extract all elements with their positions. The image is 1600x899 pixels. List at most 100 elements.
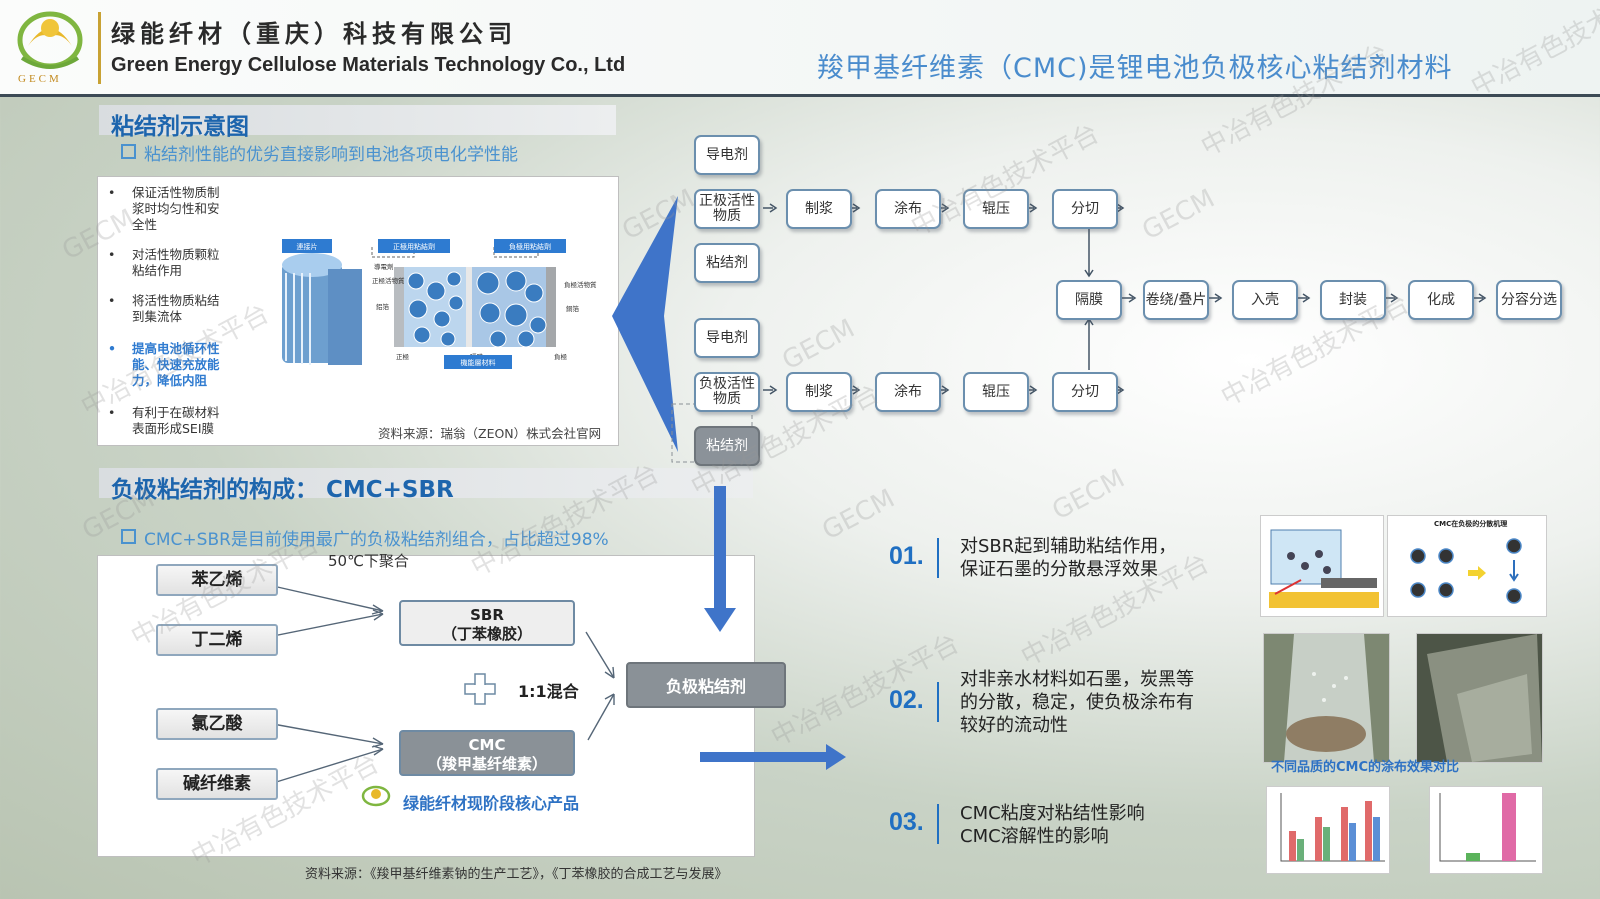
flow-pos-coating: 涂布 (875, 189, 941, 229)
solubility-chart-image (1429, 786, 1543, 874)
cmc-desc: （羧甲基纤维素） (426, 755, 547, 773)
point-divider (937, 682, 939, 722)
coating-photo-figure-2 (1417, 634, 1542, 762)
flow-neg-conductive: 导电剂 (694, 318, 760, 358)
raw-material-chloroacetic-acid: 氯乙酸 (156, 708, 278, 740)
solubility-bar-figure (1439, 793, 1536, 862)
section2-heading: 负极粘结剂的构成： CMC+SBR (99, 468, 753, 503)
bullet-item: 有利于在碳材料表面形成SEI膜 (108, 405, 222, 437)
flow-neg-slurry: 制浆 (786, 372, 852, 412)
label-copper: 銅箔 (566, 304, 580, 313)
flow-winding: 卷绕/叠片 (1143, 280, 1209, 320)
raw-material-butadiene: 丁二烯 (156, 624, 278, 656)
flow-pos-rolling: 辊压 (963, 189, 1029, 229)
coating-photo-figure (1264, 634, 1389, 762)
expand-pointer-shape (612, 196, 678, 452)
bullet-item-highlight: 提高电池循环性能、快速充放能力，降低内阻 (108, 341, 222, 389)
section2-subtitle: CMC+SBR是目前使用最广的负极粘结剂组合，占比超过98% (121, 525, 609, 550)
square-bullet-icon (121, 529, 136, 544)
bullet-item: 保证活性物质制浆时均匀性和安全性 (108, 185, 222, 233)
flow-neg-rolling: 辊压 (963, 372, 1029, 412)
gecm-small-logo-icon (361, 785, 391, 807)
bullet-text: 对活性物质颗粒粘结作用 (132, 247, 220, 278)
bullet-text: 保证活性物质制浆时均匀性和安全性 (132, 185, 220, 232)
flow-neg-binder: 粘结剂 (694, 426, 760, 466)
core-product-label: 绿能纤材现阶段核心产品 (403, 794, 580, 813)
bullet-item: 对活性物质颗粒粘结作用 (108, 247, 222, 279)
label-neg-binder-text: 負極用粘結劑 (509, 242, 551, 251)
composition-arrows (272, 585, 615, 784)
flow-pos-active: 正极活性物质 (694, 189, 760, 229)
point-text: 对非亲水材料如石墨，炭黑等 的分散，稳定，使负极涂布有 较好的流动性 (960, 669, 1194, 736)
label-neg-binder (494, 239, 566, 253)
thumb1-title: CMC在负极的分散机理 (1434, 520, 1508, 528)
label-func-material (444, 355, 512, 369)
dispersion-mechanism-figure (1410, 538, 1522, 604)
coating-photo-1 (1263, 633, 1390, 763)
sbr-name: SBR (470, 606, 504, 624)
sbr-box: SBR （丁苯橡胶） (399, 600, 575, 646)
flow-separator: 隔膜 (1056, 280, 1122, 320)
label-pos-binder (378, 239, 450, 253)
label-tab-text: 連接片 (297, 242, 318, 251)
down-arrow-shaft (714, 486, 726, 610)
mix-ratio-label: 1:1混合 (518, 682, 579, 701)
point-text: CMC粘度对粘结性影响 CMC溶解性的影响 (960, 803, 1145, 847)
point-text: 对SBR起到辅助粘结作用， 保证石墨的分散悬浮效果 (960, 536, 1177, 580)
section1-heading: 粘结剂示意图 (99, 105, 616, 140)
point-number: 01. (889, 542, 924, 570)
negative-binder-box: 负极粘结剂 (626, 662, 786, 708)
section1-subtitle: 粘结剂性能的优劣直接影响到电池各项电化学性能 (121, 140, 518, 165)
flow-neg-coating: 涂布 (875, 372, 941, 412)
section1-subtitle-text: 粘结剂性能的优劣直接影响到电池各项电化学性能 (144, 145, 518, 165)
binder-composition-panel: 苯乙烯 丁二烯 氯乙酸 碱纤维素 50℃下聚合 SBR （丁苯橡胶） CMC （… (97, 552, 786, 857)
page-title: 羧甲基纤维素（CMC)是锂电池负极核心粘结剂材料 (817, 53, 1453, 84)
label-positive: 正極 (396, 352, 410, 361)
raw-material-styrene: 苯乙烯 (156, 564, 278, 596)
source-note-1: 资料来源：瑞翁（ZEON）株式会社官网 (378, 426, 602, 441)
viscosity-bar-figure (1280, 793, 1385, 862)
header-divider (98, 12, 101, 84)
bullet-text: 有利于在碳材料表面形成SEI膜 (132, 405, 220, 436)
point-divider (937, 538, 939, 578)
logo-text: GECM (18, 73, 62, 85)
flow-grading: 分容分选 (1496, 280, 1562, 320)
flow-neg-slitting: 分切 (1052, 372, 1118, 412)
right-arrow-icon (826, 744, 846, 770)
flow-arrows (700, 486, 846, 770)
coating-photo-2 (1416, 633, 1543, 763)
flow-casing: 入壳 (1232, 280, 1298, 320)
company-name-en: Green Energy Cellulose Materials Technol… (111, 54, 626, 76)
label-neg-active: 負極活物質 (564, 280, 597, 289)
label-pos-active: 正極活物質 (372, 276, 405, 285)
bullet-text: 将活性物质粘结到集流体 (132, 293, 220, 324)
flow-pos-slurry: 制浆 (786, 189, 852, 229)
bullet-text: 提高电池循环性能、快速充放能力，降低内阻 (132, 341, 220, 388)
particle-cluster (407, 270, 547, 348)
square-bullet-icon (121, 144, 136, 159)
source-note-2: 资料来源：《羧甲基纤维素钠的生产工艺》，《丁苯橡胶的合成工艺与发展》 (305, 867, 728, 882)
battery-cell-icon (282, 253, 362, 365)
bullet-item: 将活性物质粘结到集流体 (108, 293, 222, 325)
raw-material-alkali-cellulose: 碱纤维素 (156, 768, 278, 800)
viscosity-chart-image (1266, 786, 1390, 874)
slurry-tank-figure (1269, 529, 1379, 608)
plus-icon (464, 673, 496, 705)
label-conductive: 導電劑 (374, 262, 394, 271)
down-arrow-icon (704, 608, 736, 632)
company-name-cn: 绿能纤材（重庆）科技有限公司 (111, 20, 517, 48)
point-number: 03. (889, 808, 924, 836)
section1-title: 粘结剂示意图 (111, 114, 249, 140)
label-pos-binder-text: 正極用粘結劑 (393, 242, 435, 251)
binder-diagram-panel: 保证活性物质制浆时均匀性和安全性 对活性物质颗粒粘结作用 将活性物质粘结到集流体… (97, 176, 619, 446)
flow-pos-binder: 粘结剂 (694, 243, 760, 283)
battery-structure-diagram: 連接片 正極用粘結劑 負極用粘結劑 導電劑 正極活物質 鋁箔 負極活物質 銅箔 … (282, 239, 597, 369)
section2-subtitle-text: CMC+SBR是目前使用最广的负极粘结剂组合，占比超过98% (144, 530, 609, 550)
point-number: 02. (889, 686, 924, 714)
label-tab (282, 239, 332, 253)
flow-pos-slitting: 分切 (1052, 189, 1118, 229)
coating-compare-caption: 不同品质的CMC的涂布效果对比 (1271, 760, 1460, 775)
flow-pos-conductive: 导电剂 (694, 135, 760, 175)
label-negative: 負極 (554, 352, 568, 361)
cmc-name: CMC (468, 736, 506, 754)
